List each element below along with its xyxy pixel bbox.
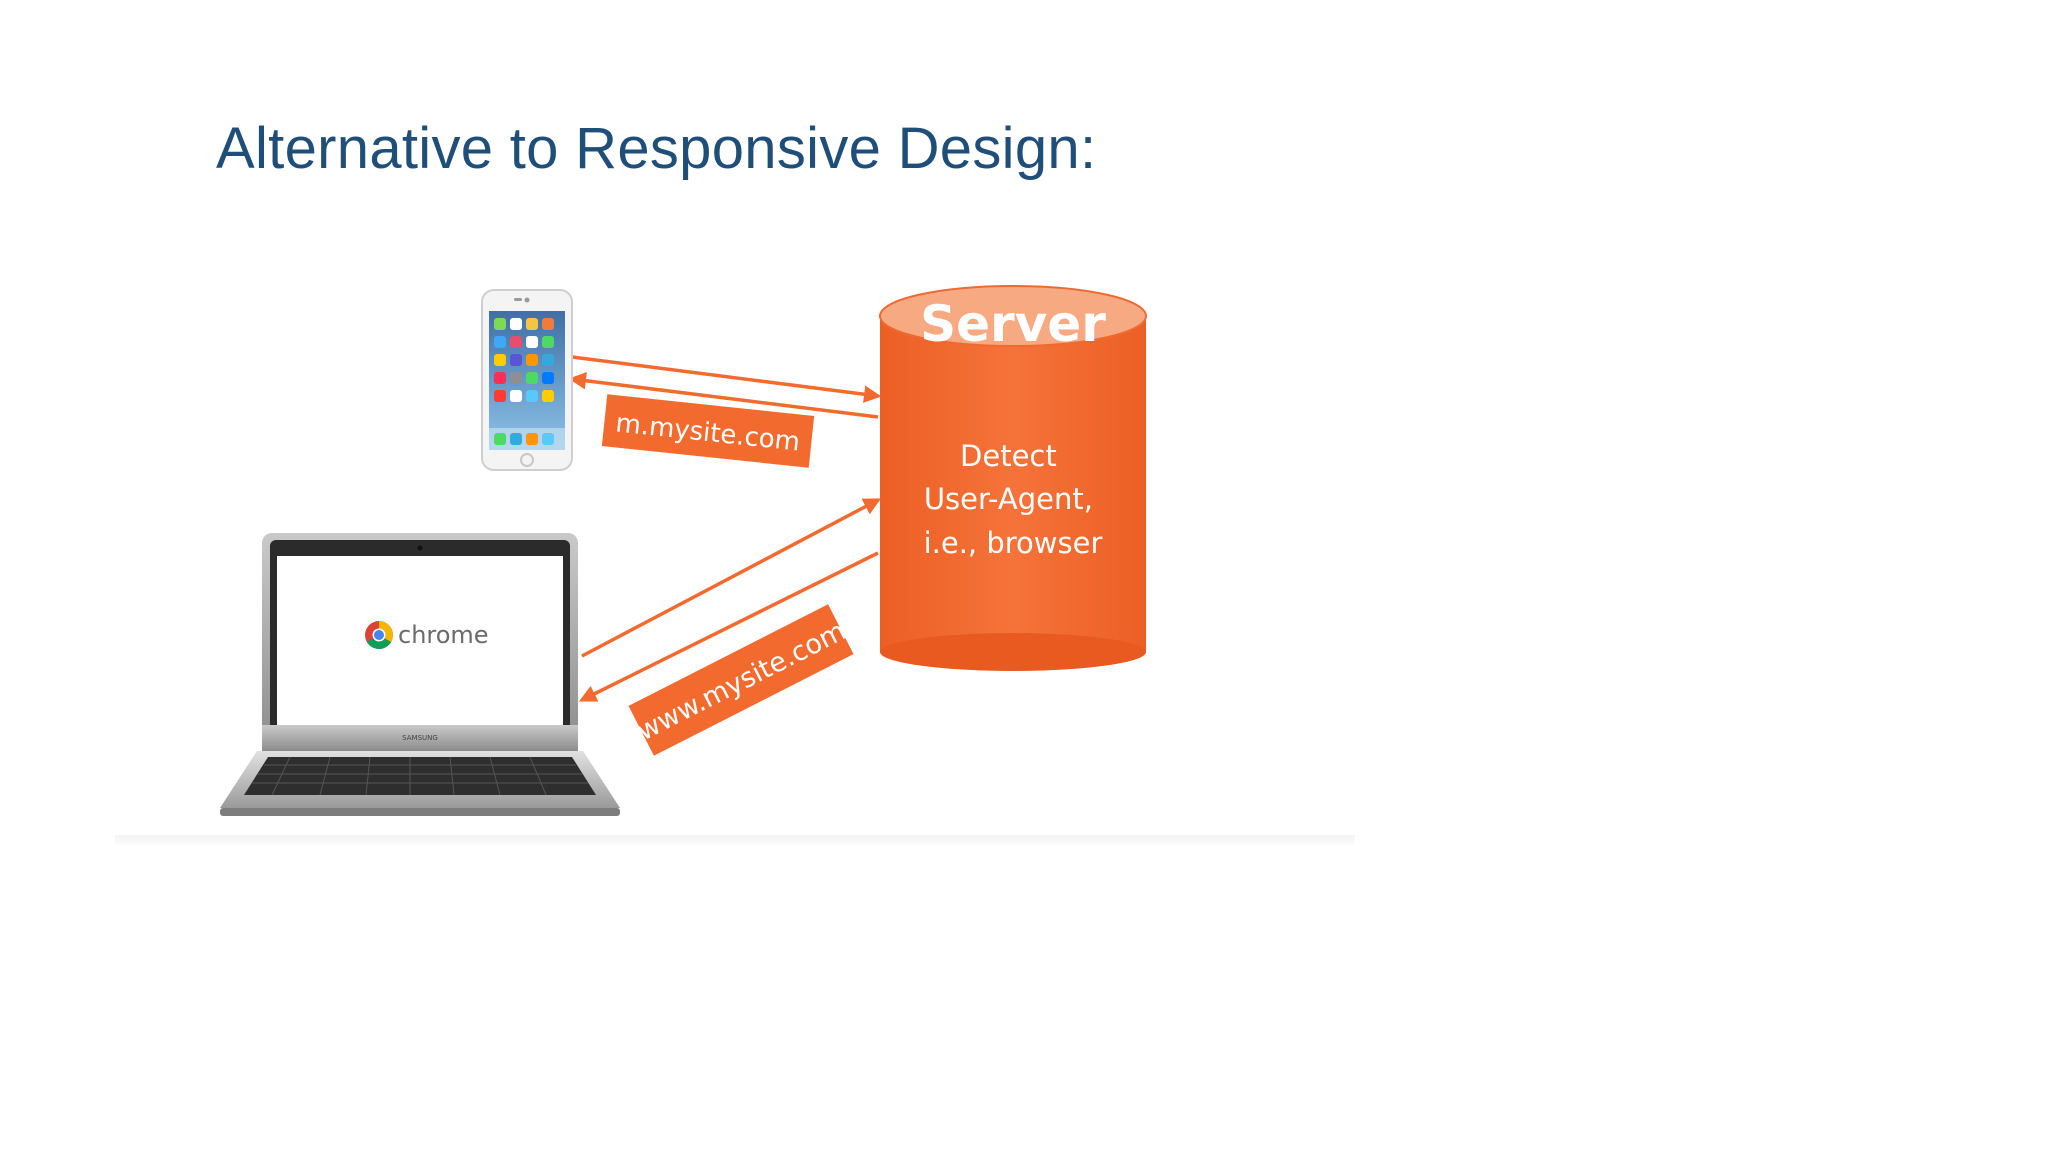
desktop-url-label: www.mysite.com (628, 604, 854, 756)
phone-to-server-arrow (571, 355, 882, 403)
content-divider (115, 835, 1355, 845)
mobile-url-label: m.mysite.com (601, 394, 815, 468)
app-icons-grid (489, 318, 565, 450)
server-label: Server (920, 295, 1106, 353)
server-to-phone-arrow (568, 372, 879, 419)
laptop-icon: chrome SAMSUNG (220, 533, 620, 816)
server-description: Detect User-Agent, i.e., browser (924, 439, 1103, 560)
laptop-screen-text: chrome (398, 621, 489, 649)
server-to-laptop-arrow (578, 551, 879, 702)
server-cylinder: Server Detect User-Agent, i.e., browser (879, 285, 1147, 671)
chrome-logo-icon (365, 621, 393, 649)
desktop-url-text: www.mysite.com (632, 615, 851, 747)
slide-title: Alternative to Responsive Design: (216, 116, 1097, 181)
server-description-line: Detect (960, 439, 1057, 473)
smartphone-icon (481, 289, 573, 471)
laptop-to-server-arrow (581, 498, 882, 658)
server-description-line: i.e., browser (924, 526, 1103, 560)
server-description-line: User-Agent, (924, 482, 1093, 516)
laptop-brand-text: SAMSUNG (402, 734, 438, 742)
home-button-icon (520, 453, 534, 467)
keyboard-keys (252, 756, 588, 796)
